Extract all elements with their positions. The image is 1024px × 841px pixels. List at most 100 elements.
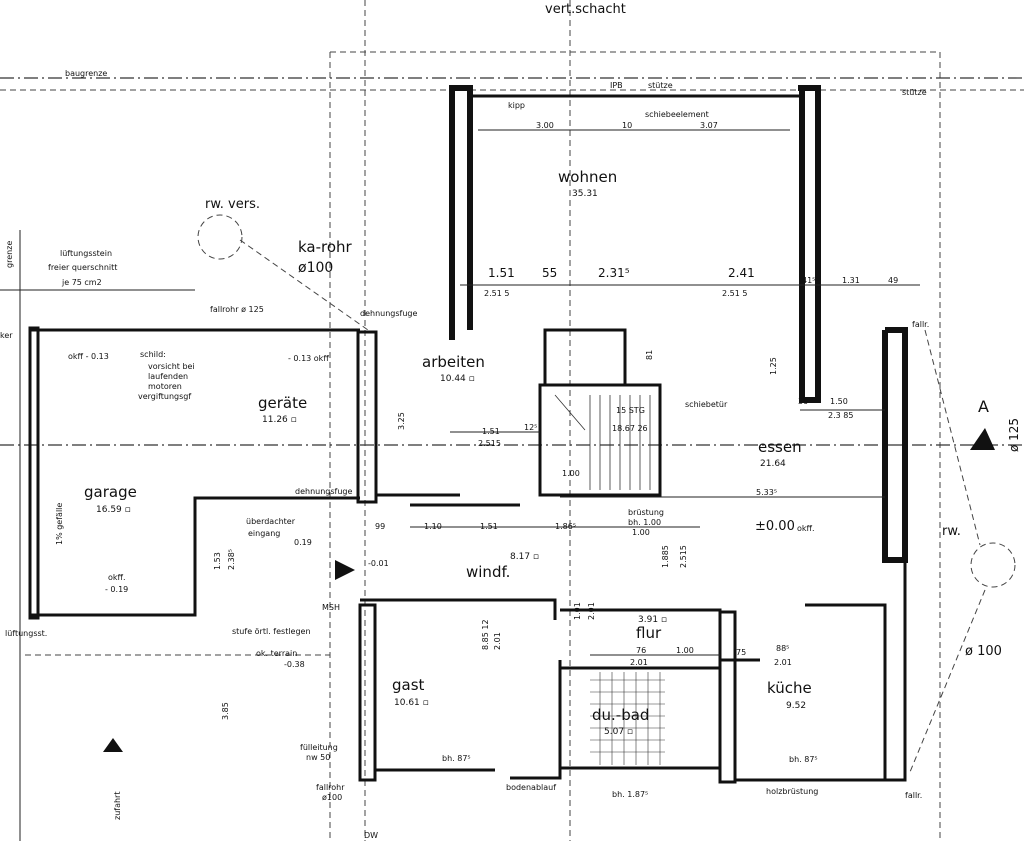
- dim-49: 49: [888, 276, 898, 285]
- dim-125: 1.25: [769, 357, 778, 375]
- note-ka-rohr: ka-rohr: [298, 238, 353, 256]
- note-stg: 15 STG: [616, 406, 645, 415]
- rainwater-tanks: [197, 214, 1016, 773]
- room-arbeiten-name: arbeiten: [422, 353, 485, 371]
- dim-75: 75: [736, 648, 746, 657]
- room-dubad-name: du.-bad: [592, 706, 649, 724]
- note-kex: ker: [0, 331, 13, 340]
- note-fallr-1: fallr.: [912, 320, 929, 329]
- dim-99: 99: [375, 522, 385, 531]
- dim-1885: 1.885: [661, 545, 670, 568]
- dim-81: 81: [645, 350, 654, 360]
- dim-101: 1.01: [573, 602, 582, 620]
- note-zero-b: okff.: [797, 524, 815, 533]
- room-kueche-area: 9.52: [786, 701, 806, 711]
- bathroom-tiles: [590, 672, 665, 765]
- dim-151: 1.51: [488, 266, 515, 280]
- room-essen-name: essen: [758, 438, 802, 456]
- dim-100: 1.00: [562, 469, 580, 478]
- note-okff-013b: - 0.13 okff: [288, 354, 329, 363]
- note-fallrohr: fallrohr ø 125: [210, 305, 264, 314]
- dim-110: 1.10: [424, 522, 442, 531]
- rw-circle: [970, 542, 1016, 588]
- note-kipp: kipp: [508, 101, 525, 110]
- rw-vers-circle: [197, 214, 243, 260]
- note-holzbruestung: holzbrüstung: [766, 787, 818, 796]
- dim-30: 30: [798, 397, 808, 406]
- room-windf-name: windf.: [466, 563, 510, 581]
- dim-151b: 1.51: [482, 427, 500, 436]
- dim-201d: 2.01: [774, 658, 792, 667]
- note-schild-2: vorsicht bei: [148, 362, 195, 371]
- note-eingang-val: 0.19: [294, 538, 312, 547]
- dim-1865: 1.86⁵: [555, 522, 576, 531]
- note-schild-3: laufenden: [148, 372, 188, 381]
- note-fallr-2: fallr.: [905, 791, 922, 800]
- stuetze-top-label: stütze: [648, 81, 673, 90]
- note-eingang: eingang: [248, 529, 280, 538]
- entrance-arrow: [335, 560, 355, 580]
- section-a-triangle: [970, 428, 995, 450]
- note-ok-terrain-val: -0.38: [284, 660, 305, 669]
- note-bruestung-2: bh. 1.00: [628, 518, 661, 527]
- note-dw: DW: [364, 831, 378, 840]
- room-geraete-name: geräte: [258, 394, 307, 412]
- dim-2515c: 2.515: [478, 439, 501, 448]
- dim-201: 2.01: [587, 602, 596, 620]
- dim-10: 10: [622, 121, 632, 130]
- note-fallrohr-2b: ø100: [322, 793, 342, 802]
- dim-325: 3.25: [397, 412, 406, 430]
- note-okff-019: okff.: [108, 573, 126, 582]
- dim-307: 3.07: [700, 121, 718, 130]
- note-bodenablauf: bodenablauf: [506, 783, 556, 792]
- dimension-lines: [410, 129, 920, 656]
- note-stg-2: 18.67 26: [612, 424, 648, 433]
- dim-885: 88⁵: [776, 644, 789, 653]
- north-triangle: [103, 738, 123, 752]
- stair-treads: [554, 394, 651, 490]
- ipb-label: IPB: [610, 81, 623, 90]
- note-gefaelle: 1% gefälle: [55, 503, 64, 545]
- note-bruestung: brüstung: [628, 508, 664, 517]
- note-bruestung-3: 1.00: [632, 528, 650, 537]
- dim-151c: 1.51: [480, 522, 498, 531]
- room-windf-area: 8.17 ▫: [510, 552, 539, 562]
- note-schild: schild:: [140, 350, 166, 359]
- room-wohnen-name: wohnen: [558, 168, 617, 186]
- stuetze-right-label: stütze: [902, 88, 927, 97]
- room-gast-name: gast: [392, 676, 425, 694]
- dim-415: 41⁵: [802, 276, 815, 285]
- baugrenze-label: baugrenze: [65, 69, 107, 78]
- section-marker-a: A: [978, 397, 989, 416]
- room-wohnen-area: 35.31: [572, 189, 598, 199]
- dim-8851: 8.85 12: [481, 619, 490, 650]
- dim-5335: 5.33⁵: [756, 488, 777, 497]
- note-fuelleitung: fülleitung: [300, 743, 338, 752]
- room-flur-name: flur: [636, 624, 662, 642]
- note-msh: MSH: [322, 603, 340, 612]
- dim-2385: 2.3 85: [828, 411, 853, 420]
- note-okff-019b: - 0.19: [105, 585, 128, 594]
- note-val-001: -0.01: [368, 559, 389, 568]
- note-lueftungsst: lüftungsst.: [5, 629, 47, 638]
- zufahrt-label: zufahrt: [113, 792, 122, 820]
- markers: [103, 428, 995, 752]
- room-kueche-name: küche: [767, 679, 812, 697]
- walls: [28, 85, 908, 784]
- dim-131: 1.31: [842, 276, 860, 285]
- note-zero: ±0.00: [755, 519, 795, 534]
- note-lueftungsstein-2: freier querschnitt: [48, 263, 117, 272]
- dim-300: 3.00: [536, 121, 554, 130]
- dim-76: 76: [636, 646, 646, 655]
- room-gast-area: 10.61 ▫: [394, 698, 429, 708]
- note-okff-013: okff - 0.13: [68, 352, 109, 361]
- room-flur-area: 3.91 ▫: [638, 615, 667, 625]
- note-bh-bad: bh. 1.87⁵: [612, 790, 648, 799]
- note-schild-5: vergiftungsgf: [138, 392, 191, 401]
- note-bh-kueche: bh. 87⁵: [789, 755, 818, 764]
- dim-241: 2.41: [728, 266, 755, 280]
- note-rw-d: ø 100: [965, 644, 1002, 659]
- note-lueftungsstein-1: lüftungsstein: [60, 249, 112, 258]
